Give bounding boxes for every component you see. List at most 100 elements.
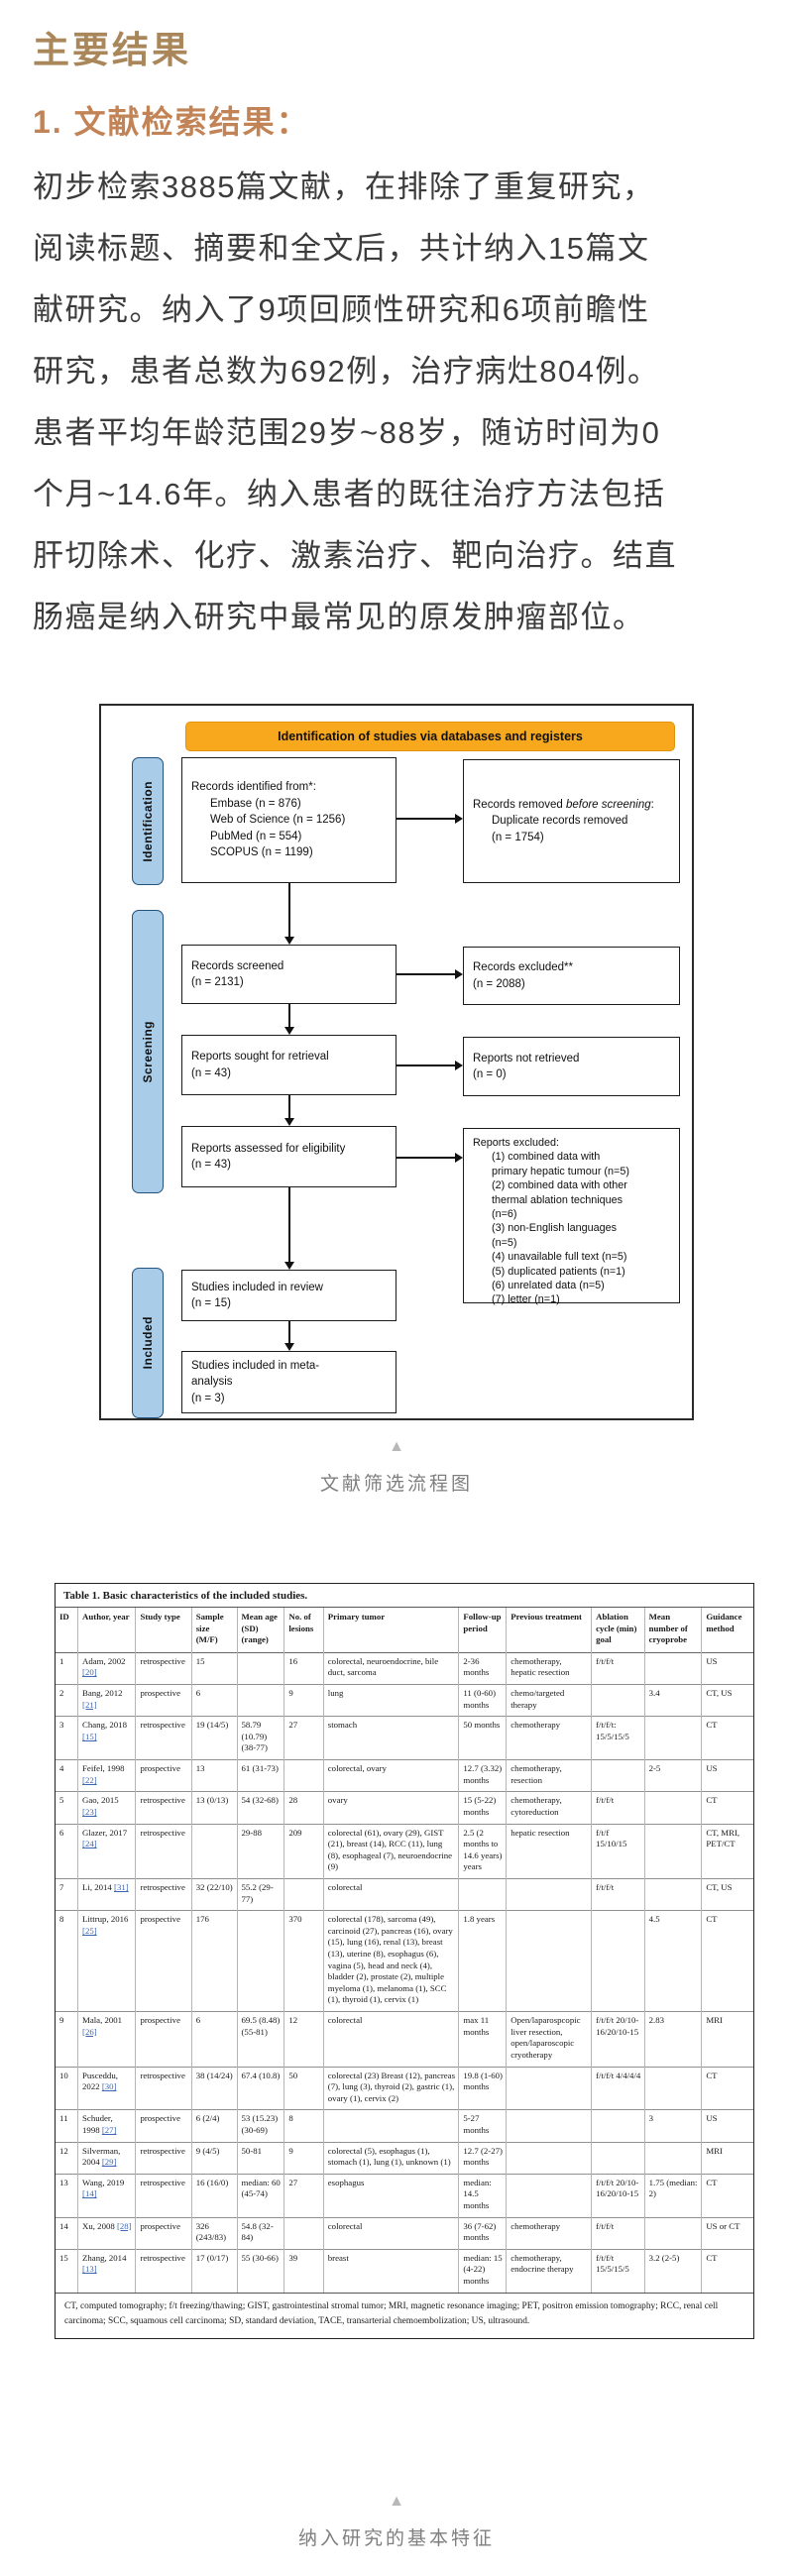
- column-header: Mean number of cryoprobe: [643, 1608, 702, 1653]
- table-cell: CT, US: [701, 1684, 753, 1717]
- column-header: Mean age (SD) (range): [236, 1608, 284, 1653]
- table-cell: [643, 1877, 702, 1911]
- reference-link: [22]: [82, 1774, 97, 1785]
- arrowhead-down-icon: [284, 1027, 294, 1035]
- text-line: Studies included in review: [191, 1281, 323, 1293]
- prisma-flow-diagram: Identification of studies via databases …: [99, 704, 694, 1420]
- table-cell: median: 60 (45-74): [236, 2173, 284, 2218]
- table-cell: [591, 1684, 645, 1717]
- table-cell: [506, 1910, 592, 2012]
- reference-link: [30]: [101, 2081, 117, 2092]
- table-cell: f/t/f 15/10/15: [591, 1823, 645, 1879]
- text-line: Reports assessed for eligibility: [191, 1142, 346, 1155]
- reference-link: [31]: [114, 1881, 129, 1892]
- text-line: analysis: [191, 1376, 233, 1389]
- table-cell: [236, 1651, 284, 1685]
- reference-link: [26]: [82, 2026, 97, 2037]
- text-line: Reports not retrieved: [473, 1052, 580, 1064]
- table-cell: 1.75 (median: 2): [643, 2173, 702, 2218]
- arrowhead-right-icon: [455, 1153, 463, 1163]
- arrowhead-down-icon: [284, 1262, 294, 1270]
- table-cell: 1: [56, 1651, 78, 1685]
- table-cell: 5-27 months: [458, 2109, 507, 2143]
- text-line: (6) unrelated data (n=5): [492, 1280, 605, 1292]
- stage-label: Identification: [141, 780, 155, 862]
- table-cell: 209: [283, 1823, 324, 1879]
- table-cell: 6: [190, 1684, 237, 1717]
- table-cell: 10: [56, 2066, 78, 2110]
- table-cell: 6: [56, 1823, 78, 1879]
- table-cell: Zhang, 2014 [13]: [77, 2248, 136, 2293]
- table-cell: 13 (0/13): [190, 1791, 237, 1825]
- column-header: Previous treatment: [506, 1608, 592, 1653]
- reference-link: [21]: [82, 1699, 97, 1710]
- table-cell: 4: [56, 1759, 78, 1792]
- text-line: (n = 43): [191, 1159, 231, 1171]
- table-cell: f/t/f/t 20/10-16/20/10-15: [591, 2173, 645, 2218]
- text-line: 肝切除术、化疗、激素治疗、靶向治疗。结直: [33, 538, 677, 573]
- table-cell: [591, 1759, 645, 1792]
- table-cell: colorectal, neuroendocrine, bile duct, s…: [322, 1651, 459, 1685]
- table-cell: [643, 1651, 702, 1685]
- table-caption: ▲ 纳入研究的基本特征: [0, 2494, 793, 2550]
- table-cell: Xu, 2008 [28]: [77, 2216, 136, 2250]
- table-cell: colorectal (5), esophagus (1), stomach (…: [322, 2141, 459, 2175]
- table-cell: chemo/targeted therapy: [506, 1684, 592, 1717]
- arrowhead-right-icon: [455, 814, 463, 824]
- reference-link: [20]: [82, 1667, 97, 1678]
- column-header: Sample size (M/F): [190, 1608, 237, 1653]
- table-cell: retrospective: [135, 2248, 192, 2293]
- table-cell: breast: [322, 2248, 459, 2293]
- table-cell: Mala, 2001 [26]: [77, 2011, 136, 2067]
- diagram-banner: Identification of studies via databases …: [185, 722, 675, 751]
- table-cell: lung: [322, 1684, 459, 1717]
- box-item-list: Embase (n = 876)Web of Science (n = 1256…: [191, 796, 387, 861]
- table-cell: f/t/f/t: [591, 1651, 645, 1685]
- table-cell: 3.2 (2-5): [643, 2248, 702, 2293]
- table-cell: prospective: [135, 1759, 192, 1792]
- table-cell: 50: [283, 2066, 324, 2110]
- text-line: 献研究。纳入了9项回顾性研究和6项前瞻性: [33, 292, 650, 327]
- reference-link: [14]: [82, 2188, 97, 2199]
- table-cell: 39: [283, 2248, 324, 2293]
- table-cell: 326 (243/83): [190, 2216, 237, 2250]
- table-cell: [506, 2066, 592, 2110]
- table-cell: 19.8 (1-60) months: [458, 2066, 507, 2110]
- text-line: 患者平均年龄范围29岁~88岁，随访时间为0: [33, 415, 661, 450]
- table-cell: MRI: [701, 2141, 753, 2175]
- stage-tab-included: Included: [132, 1268, 164, 1418]
- table-cell: [506, 1877, 592, 1911]
- table-cell: [283, 1759, 324, 1792]
- table-cell: 7: [56, 1877, 78, 1911]
- table-cell: 9 (4/5): [190, 2141, 237, 2175]
- box-header: Records identified from*:: [191, 781, 316, 794]
- text-line: Embase (n = 876): [210, 797, 301, 810]
- table-cell: retrospective: [135, 2173, 192, 2218]
- table-cell: Adam, 2002 [20]: [77, 1651, 136, 1685]
- table-cell: 12: [283, 2011, 324, 2067]
- text-line: 初步检索3885篇文献，在排除了重复研究，: [33, 169, 655, 204]
- table-footnote: CT, computed tomography; f/t freezing/th…: [56, 2292, 753, 2338]
- reference-link: [29]: [101, 2157, 117, 2168]
- table-cell: 9: [283, 1684, 324, 1717]
- text-line: (n = 2131): [191, 976, 244, 988]
- box-reports-sought: Reports sought for retrieval(n = 43): [181, 1035, 396, 1095]
- text-line: (n=6): [492, 1208, 517, 1221]
- table-cell: [322, 2109, 459, 2143]
- box-studies-included-meta: Studies included in meta-analysis(n = 3): [181, 1351, 396, 1413]
- table-cell: [591, 1910, 645, 2012]
- table-cell: Gao, 2015 [23]: [77, 1791, 136, 1825]
- text-line: SCOPUS (n = 1199): [210, 846, 313, 859]
- table-cell: 3: [56, 1716, 78, 1760]
- table-cell: Open/laparospcopic liver resection, open…: [506, 2011, 592, 2067]
- text-line: 肠癌是纳入研究中最常见的原发肿瘤部位。: [33, 600, 645, 634]
- table-cell: 2.5 (2 months to 14.6 years) years: [458, 1823, 507, 1879]
- table-cell: colorectal: [322, 1877, 459, 1911]
